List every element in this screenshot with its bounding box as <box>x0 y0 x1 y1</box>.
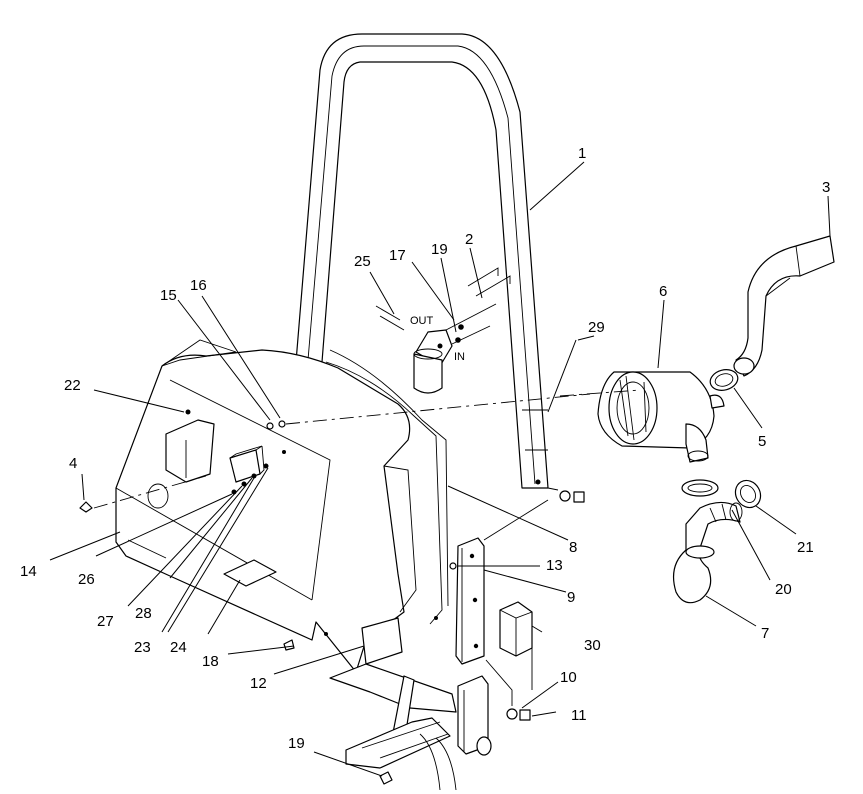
callout-25: 25 <box>354 253 371 270</box>
callout-22: 22 <box>64 377 81 394</box>
channel-lower <box>457 675 492 756</box>
callout-5: 5 <box>758 433 766 450</box>
bracket-plate <box>165 419 215 483</box>
elbow-hose <box>673 501 743 604</box>
callout-7: 7 <box>761 625 769 642</box>
callout-13: 13 <box>546 557 563 574</box>
leader-lines <box>49 161 831 777</box>
callout-3: 3 <box>822 179 830 196</box>
callout-30: 30 <box>584 637 601 654</box>
decal-12 <box>361 617 403 665</box>
callout-2: 2 <box>465 231 473 248</box>
callout-16: 16 <box>190 277 207 294</box>
hose-clamp-5 <box>709 369 739 391</box>
callout-14: 14 <box>20 563 37 580</box>
callout-28: 28 <box>135 605 152 622</box>
channel-upper <box>455 537 485 665</box>
control-box-30 <box>499 601 533 657</box>
intake-hose <box>733 235 835 377</box>
callout-29: 29 <box>588 319 605 336</box>
callout-18: 18 <box>202 653 219 670</box>
callout-20: 20 <box>775 581 792 598</box>
callout-21: 21 <box>797 539 814 556</box>
callout-27: 27 <box>97 613 114 630</box>
callout-6: 6 <box>659 283 667 300</box>
frame-base <box>329 663 457 791</box>
port-label-in: IN <box>454 351 465 363</box>
callout-17: 17 <box>389 247 406 264</box>
air-cleaner <box>597 371 725 463</box>
callout-12: 12 <box>250 675 267 692</box>
callout-labels: 1 2 3 4 5 6 7 8 9 10 11 12 13 14 15 16 1… <box>20 145 830 752</box>
callout-19-top: 19 <box>431 241 448 258</box>
callout-8: 8 <box>569 539 577 556</box>
port-label-out: OUT <box>410 315 434 327</box>
callout-9: 9 <box>567 589 575 606</box>
callout-15: 15 <box>160 287 177 304</box>
callout-11: 11 <box>571 707 587 724</box>
callout-23: 23 <box>134 639 151 656</box>
callout-1: 1 <box>578 145 586 162</box>
heater-valve <box>375 267 511 394</box>
callout-24: 24 <box>170 639 187 656</box>
callout-19-bottom: 19 <box>288 735 305 752</box>
hardware <box>79 409 585 785</box>
hose-clamp-21 <box>734 479 762 509</box>
callout-4: 4 <box>69 455 77 472</box>
hose-clamp-top <box>681 479 719 497</box>
callout-10: 10 <box>560 669 577 686</box>
callout-26: 26 <box>78 571 95 588</box>
assembly-lines <box>93 389 641 706</box>
